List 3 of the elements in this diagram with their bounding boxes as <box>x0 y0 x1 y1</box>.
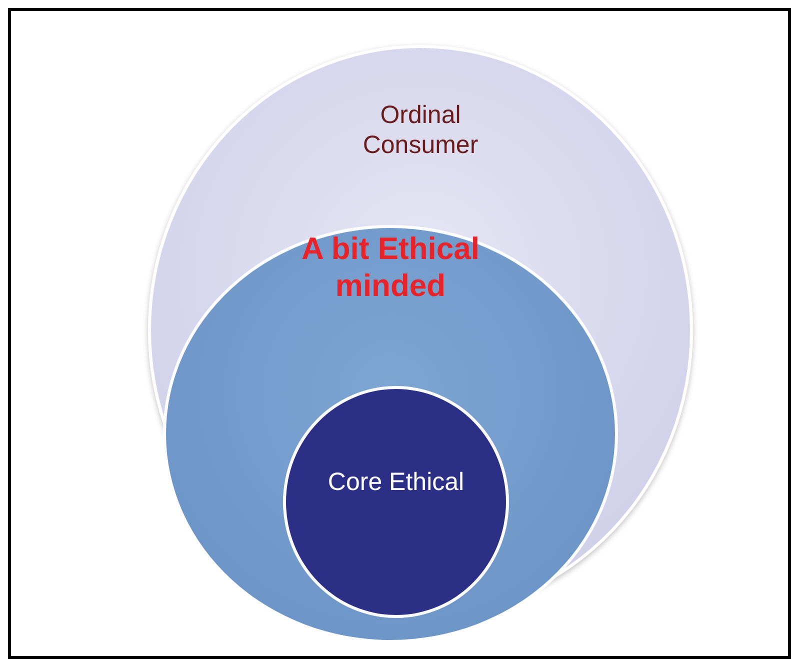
circle-label: Core Ethical <box>326 467 466 497</box>
circle-label: A bit Ethical minded <box>300 230 480 304</box>
circle-label: Ordinal Consumer <box>362 100 480 160</box>
